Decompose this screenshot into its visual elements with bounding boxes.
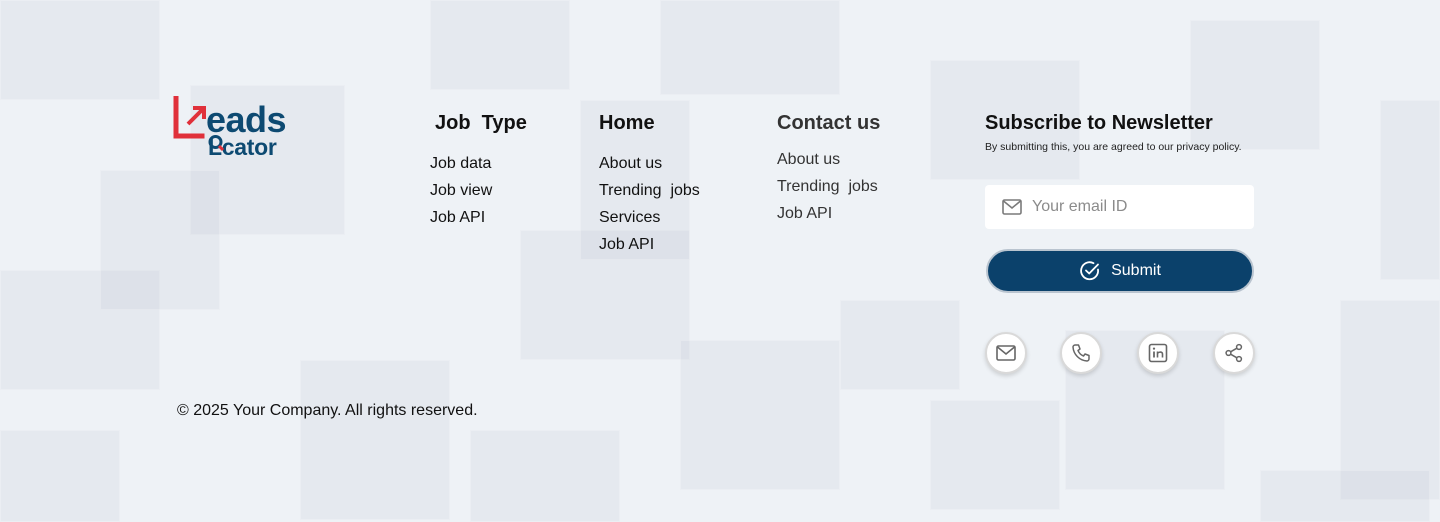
phone-icon: [1072, 344, 1090, 362]
footer-link-job-view[interactable]: Job view: [430, 182, 493, 199]
footer-column-contact-us: Contact us About us Trending jobs Job AP…: [777, 110, 880, 227]
footer-column-home: Home About us Trending jobs Services Job…: [599, 110, 700, 258]
column-title: Home: [599, 112, 655, 134]
footer-link-job-api[interactable]: Job API: [599, 236, 655, 253]
mail-icon: [1002, 199, 1022, 215]
privacy-note: By submitting this, you are agreed to ou…: [985, 141, 1242, 153]
copyright-text: © 2025 Your Company. All rights reserved…: [177, 402, 478, 419]
logo-word-eads: eads: [206, 99, 287, 140]
share-icon: [1225, 343, 1243, 363]
logo-arrow-icon: [173, 96, 206, 139]
column-title: Job Type: [435, 112, 527, 134]
footer-link-trending-jobs[interactable]: Trending jobs: [599, 182, 700, 199]
linkedin-icon: [1148, 343, 1168, 363]
newsletter-title: Subscribe to Newsletter: [985, 112, 1213, 134]
footer-link-job-api[interactable]: Job API: [777, 205, 833, 222]
footer-link-about-us[interactable]: About us: [777, 151, 841, 168]
submit-button[interactable]: Submit: [986, 249, 1254, 293]
mail-button[interactable]: [985, 332, 1027, 374]
share-button[interactable]: [1213, 332, 1255, 374]
phone-button[interactable]: [1060, 332, 1102, 374]
linkedin-button[interactable]: [1137, 332, 1179, 374]
column-title: Contact us: [777, 112, 881, 134]
footer-link-services[interactable]: Services: [599, 209, 661, 226]
search-o-icon: [208, 135, 224, 152]
footer-link-trending-jobs[interactable]: Trending jobs: [777, 178, 878, 195]
footer-column-job-type: Job Type Job data Job view Job API: [430, 110, 527, 231]
footer-link-about-us[interactable]: About us: [599, 155, 663, 172]
email-field-container: [985, 185, 1254, 229]
social-links: [985, 332, 1255, 376]
submit-label: Submit: [1111, 262, 1161, 279]
check-circle-icon: [1080, 261, 1100, 281]
footer-link-job-data[interactable]: Job data: [430, 155, 492, 172]
newsletter-section: Subscribe to Newsletter By submitting th…: [985, 110, 1255, 374]
email-input[interactable]: [1032, 198, 1242, 216]
mail-icon: [996, 345, 1016, 361]
footer-link-job-api[interactable]: Job API: [430, 209, 486, 226]
